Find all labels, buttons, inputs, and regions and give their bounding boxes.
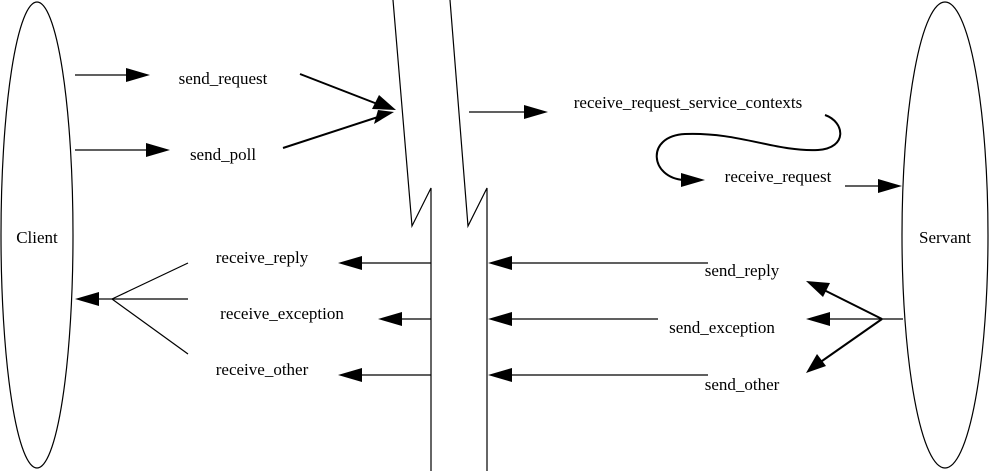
rrsc-loop-head bbox=[681, 173, 705, 187]
servant-fan-down-line bbox=[821, 318, 883, 362]
send-other-label: send_other bbox=[705, 375, 780, 394]
network-break-right-upper bbox=[449, 0, 488, 471]
send-request-label: send_request bbox=[179, 69, 268, 88]
send-exception-label: send_exception bbox=[669, 318, 775, 337]
send-request-flow: send_request bbox=[75, 68, 396, 110]
send-poll-flow: send_poll bbox=[75, 110, 394, 164]
receive-request-flow: receive_request bbox=[725, 167, 902, 193]
receive-reply-arrowhead bbox=[338, 256, 362, 270]
servant-fan-down-head bbox=[806, 354, 826, 373]
receive-reply-flow: receive_reply bbox=[216, 248, 431, 270]
send-other-arrowhead bbox=[488, 368, 512, 382]
network-break bbox=[392, 0, 488, 471]
receive-request-label: receive_request bbox=[725, 167, 832, 186]
client-fan-up-line bbox=[111, 262, 189, 300]
send-exception-flow: send_exception bbox=[488, 312, 775, 337]
receive-other-flow: receive_other bbox=[216, 360, 431, 382]
send-reply-label: send_reply bbox=[705, 261, 780, 280]
client-fan-down-line bbox=[111, 298, 189, 355]
receive-reply-label: receive_reply bbox=[216, 248, 309, 267]
servant-ellipse bbox=[901, 1, 989, 469]
servant-node: Servant bbox=[901, 1, 989, 469]
send-request-arrowhead bbox=[126, 68, 150, 82]
receive-request-service-contexts-flow: receive_request_service_contexts bbox=[469, 93, 842, 187]
receive-exception-arrowhead bbox=[378, 312, 402, 326]
send-reply-arrowhead bbox=[488, 256, 512, 270]
receive-request-arrowhead bbox=[878, 179, 902, 193]
servant-label: Servant bbox=[919, 228, 971, 247]
receive-exception-label: receive_exception bbox=[220, 304, 344, 323]
network-break-left-upper bbox=[392, 0, 432, 471]
client-node: Client bbox=[0, 1, 74, 469]
send-poll-arrowhead bbox=[146, 143, 170, 157]
servant-fan-mid-head bbox=[806, 312, 830, 326]
servant-fan-up-head bbox=[806, 281, 830, 297]
servant-fan-up-line bbox=[821, 288, 883, 320]
send-poll-to-network-head bbox=[374, 110, 394, 124]
receive-other-label: receive_other bbox=[216, 360, 309, 379]
client-label: Client bbox=[16, 228, 58, 247]
send-request-to-network-head bbox=[372, 95, 396, 110]
receive-other-arrowhead bbox=[338, 368, 362, 382]
send-request-to-network-line bbox=[299, 73, 381, 106]
servant-reply-fan bbox=[806, 281, 903, 373]
send-reply-flow: send_reply bbox=[488, 256, 780, 280]
client-fan-arrowhead bbox=[75, 292, 99, 306]
rrsc-arrowhead bbox=[524, 105, 548, 119]
send-exception-arrowhead bbox=[488, 312, 512, 326]
send-other-flow: send_other bbox=[488, 368, 780, 394]
send-poll-label: send_poll bbox=[190, 145, 256, 164]
send-poll-to-network-line bbox=[282, 116, 379, 149]
rrsc-loop-curve bbox=[655, 114, 842, 181]
client-ellipse bbox=[0, 1, 74, 469]
receive-exception-flow: receive_exception bbox=[220, 304, 431, 326]
rrsc-label: receive_request_service_contexts bbox=[574, 93, 802, 112]
client-fan-in bbox=[75, 262, 189, 355]
